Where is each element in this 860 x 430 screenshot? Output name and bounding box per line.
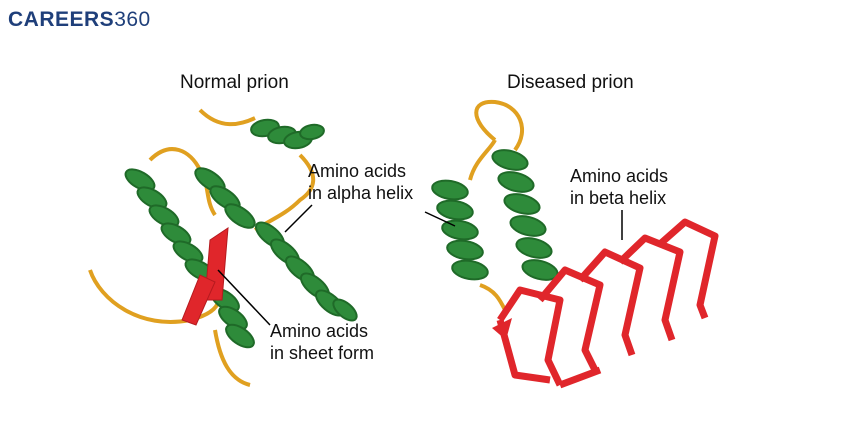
label-beta-line2: in beta helix [570,188,667,208]
diseased-loop [474,99,525,152]
diseased-loop [479,283,507,311]
diseased-prion-title: Diseased prion [507,72,634,93]
diseased-helix-right [491,149,559,281]
alpha2-pointer-line [424,211,456,227]
normal-helix-left [124,168,216,282]
beta-arrowhead [492,318,512,340]
normal-helix-middle [194,167,256,349]
careers360-logo[interactable]: CAREERS360 [8,8,151,32]
diseased-prion-structure [424,99,719,389]
diseased-loop [468,138,497,181]
logo-text-careers: CAREERS [8,8,115,31]
normal-loop [198,108,256,127]
normal-loop [253,153,316,232]
label-sheet-line1: Amino acids [270,321,369,341]
label-alpha-line1: Amino acids [308,161,407,181]
label-beta-helix: Amino acids in beta helix [570,165,668,209]
alpha-pointer-line [284,204,313,233]
normal-prion-title: Normal prion [180,72,289,93]
normal-loop [213,329,251,387]
label-beta-line1: Amino acids [570,166,669,186]
normal-prion-structure [88,108,358,387]
label-sheet-line2: in sheet form [270,343,375,363]
normal-helix-right [254,221,358,322]
logo-text-360: 360 [114,8,151,31]
normal-beta-sheet [181,227,229,326]
normal-helix-top [250,118,325,150]
label-sheet-form: Amino acids in sheet form [270,320,374,364]
label-alpha-helix: Amino acids in alpha helix [308,160,413,204]
sheet-pointer-line [217,269,271,326]
diseased-helix-left [431,179,489,281]
label-alpha-line2: in alpha helix [308,183,414,203]
